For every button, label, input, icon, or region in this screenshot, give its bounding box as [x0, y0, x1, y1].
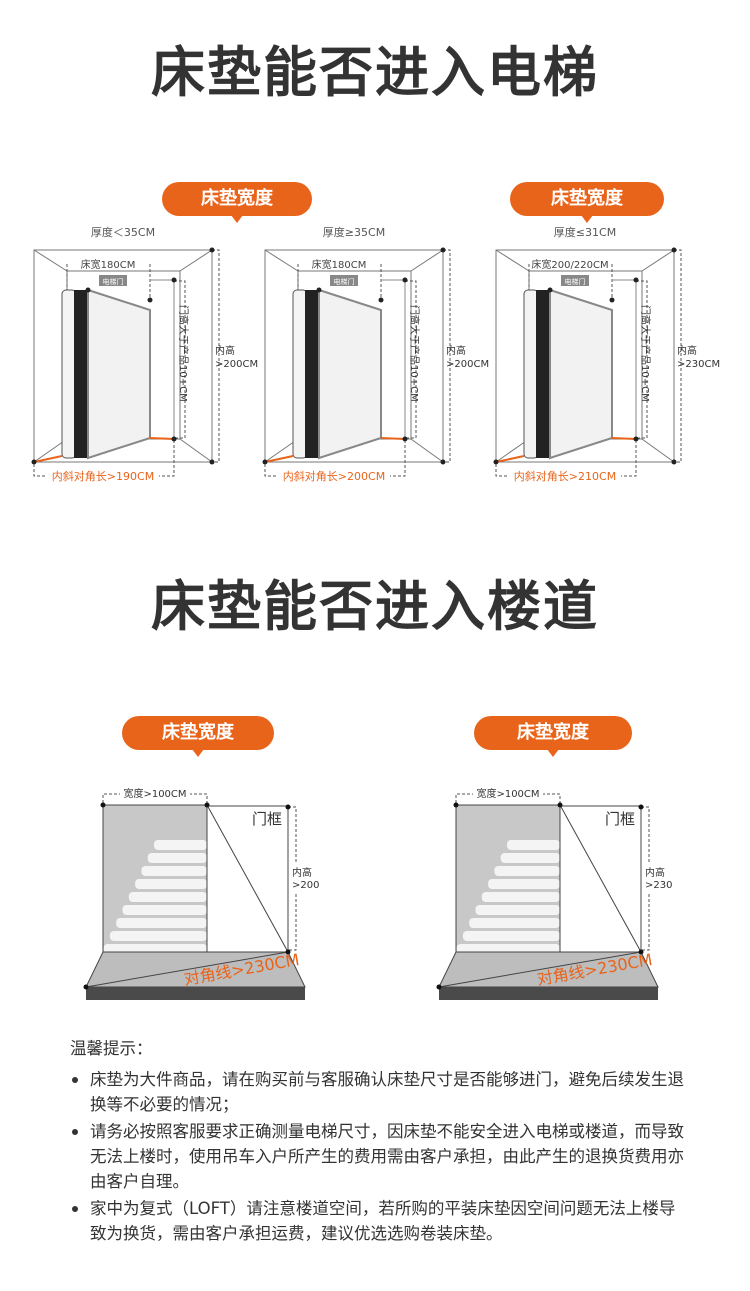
elevator-door-tag [561, 275, 589, 286]
corner-dots [262, 247, 446, 465]
inner-height-value: >200CM [215, 359, 258, 370]
corner-dots [31, 247, 215, 465]
inner-height-title: 内高 [446, 344, 466, 357]
elevator-badge-1-8m: 床垫宽度1.8M [162, 182, 312, 243]
inner-height-value: >230CM [645, 880, 673, 891]
stair-width-label: 宽度>100CM [476, 787, 539, 800]
door-frame-label: 门框 [605, 810, 635, 828]
elevator-door-tag [99, 275, 127, 286]
mattress [292, 288, 382, 460]
floor-base [439, 987, 658, 1000]
inner-height-title: 内高 [292, 866, 312, 879]
stairs-badge-2m: 床垫宽度2M/2.2M [474, 716, 632, 777]
elevator-diagram: 厚度≥35CM 床宽180CM 电梯门 门高大于产品10+CM 内高 >200C… [254, 222, 514, 491]
inner-height-value: >230CM [677, 359, 720, 370]
stair-steps [103, 840, 207, 954]
elevator-section-title: 床垫能否进入电梯 [151, 41, 599, 104]
diagonal-label: 内斜对角长>200CM [283, 469, 385, 483]
corner-dots [493, 247, 677, 465]
door-height-label: 门高大于产品10+CM [177, 305, 190, 402]
bed-width-label: 床宽200/220CM [531, 258, 608, 271]
inner-height-value: >200CM [446, 359, 489, 370]
elevator-badge-2m: 床垫宽度2M/2.2M [510, 182, 664, 243]
inner-height-title: 内高 [215, 344, 235, 357]
inner-height-title: 内高 [645, 866, 665, 879]
note-item: 家中为复式（LOFT）请注意楼道空间，若所购的平装床垫因空间问题无法上楼导致为换… [70, 1196, 690, 1246]
inner-height-title: 内高 [677, 344, 697, 357]
elevator-door-label: 电梯门 [334, 277, 355, 286]
note-item: 请务必按照客服要求正确测量电梯尺寸，因床垫不能安全进入电梯或楼道，而导致无法上楼… [70, 1119, 690, 1194]
inner-height-value: >200CM [292, 880, 320, 891]
elevator-diagram: 厚度＜35CM 床宽180CM 电梯门 门高大于产品10+CM 内高 >200C… [23, 222, 283, 491]
stairs-diagram: 宽度>100CM 门框 内高 >230CM 对角线>230CM [433, 780, 688, 1014]
stairs-section-title: 床垫能否进入楼道 [151, 575, 599, 638]
notes: 温馨提示： 床垫为大件商品，请在购买前与客服确认床垫尺寸是否能够进门，避免后续发… [70, 1036, 690, 1248]
notes-heading: 温馨提示： [70, 1039, 153, 1058]
door-height-label: 门高大于产品10+CM [408, 305, 421, 402]
bed-width-label: 床宽180CM [81, 258, 136, 271]
stair-wall [102, 804, 208, 953]
bed-width-label: 床宽180CM [312, 258, 367, 271]
elevator-door-label: 电梯门 [103, 277, 124, 286]
diagonal-label: 内斜对角长>190CM [52, 469, 154, 483]
thickness-label: 厚度＜35CM [91, 225, 155, 239]
elevator-diagram: 厚度≤31CM 床宽200/220CM 电梯门 门高大于产品10+CM 内高 >… [485, 222, 745, 491]
note-item: 床垫为大件商品，请在购买前与客服确认床垫尺寸是否能够进门，避免后续发生退换等不必… [70, 1067, 690, 1117]
stair-width-label: 宽度>100CM [123, 787, 186, 800]
door-height-label: 门高大于产品10+CM [639, 305, 652, 402]
mattress [523, 288, 613, 460]
thickness-label: 厚度≥35CM [323, 225, 385, 239]
mattress [61, 288, 151, 460]
thickness-label: 厚度≤31CM [554, 225, 616, 239]
stair-wall [455, 804, 561, 953]
stairs-badge-1-8m: 床垫宽度1.8M [122, 716, 274, 777]
stairs-diagram: 宽度>100CM 门框 内高 >200CM 对角线>230CM [80, 780, 335, 1014]
elevator-door-label: 电梯门 [565, 277, 586, 286]
diagonal-label: 内斜对角长>210CM [514, 469, 616, 483]
door-frame-label: 门框 [252, 810, 282, 828]
elevator-door-tag [330, 275, 358, 286]
floor-base [86, 987, 305, 1000]
